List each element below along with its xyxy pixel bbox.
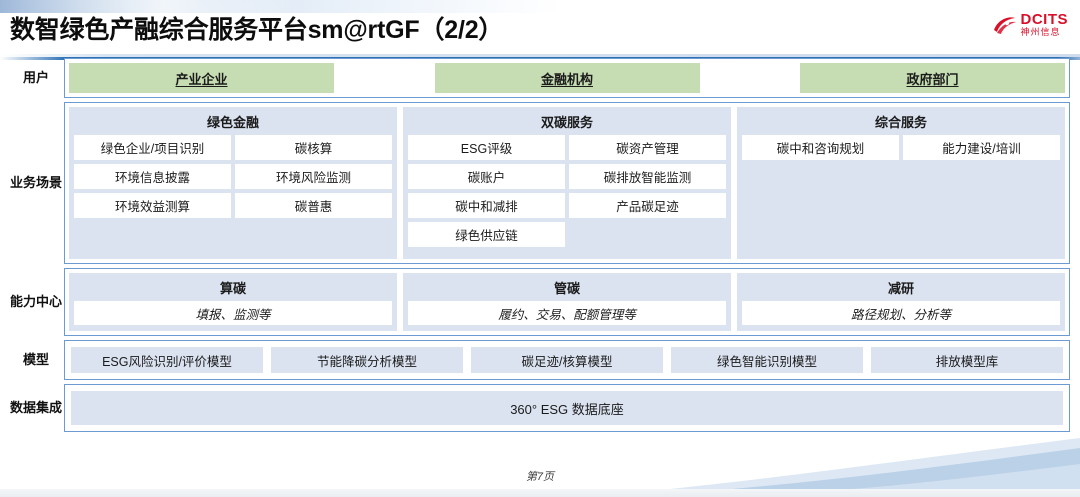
scenario-panel-comprehensive: 综合服务 碳中和咨询规划 能力建设/培训 bbox=[737, 107, 1065, 259]
panel-title: 减研 bbox=[887, 281, 914, 296]
panel-title: 绿色金融 bbox=[206, 115, 259, 130]
user-chip[interactable]: 产业企业 bbox=[69, 63, 334, 93]
scenario-tile[interactable]: 能力建设/培训 bbox=[903, 135, 1060, 160]
page-number: 第7页 bbox=[525, 471, 555, 483]
capability-subtitle: 履约、交易、配额管理等 bbox=[408, 301, 726, 325]
bottom-strip bbox=[0, 489, 1080, 497]
panel-title: 管碳 bbox=[553, 281, 580, 296]
capability-panel-reduce-research: 减研 路径规划、分析等 bbox=[737, 273, 1065, 331]
scenario-tile[interactable]: 绿色企业/项目识别 bbox=[74, 135, 231, 160]
model-chip[interactable]: 碳足迹/核算模型 bbox=[471, 347, 663, 373]
row-label-business-scenarios: 业务场景 bbox=[9, 175, 62, 191]
scenario-tile[interactable]: 碳账户 bbox=[408, 164, 565, 189]
capability-subtitle: 填报、监测等 bbox=[74, 301, 392, 325]
capability-subtitle: 路径规划、分析等 bbox=[742, 301, 1060, 325]
scenario-tile[interactable]: 绿色供应链 bbox=[408, 222, 565, 247]
user-chip-label: 产业企业 bbox=[175, 71, 228, 87]
scenario-tile[interactable]: 碳中和减排 bbox=[408, 193, 565, 218]
row-label-users: 用户 bbox=[22, 70, 49, 86]
user-chip-label: 金融机构 bbox=[540, 71, 593, 87]
scenario-tile[interactable]: 产品碳足迹 bbox=[569, 193, 726, 218]
slide-header: 数智绿色产融综合服务平台sm@rtGF（2/2） DCITS 神州信息 bbox=[0, 10, 1080, 60]
logo-text-cn: 神州信息 bbox=[1020, 27, 1061, 37]
row-body-data-integration: 360° ESG 数据底座 bbox=[64, 384, 1070, 432]
data-foundation-bar[interactable]: 360° ESG 数据底座 bbox=[71, 391, 1063, 425]
scenario-tile[interactable]: 环境效益测算 bbox=[74, 193, 231, 218]
scenario-tile[interactable]: 碳资产管理 bbox=[569, 135, 726, 160]
scenario-panel-dual-carbon: 双碳服务 ESG评级 碳资产管理 碳账户 碳排放智能监测 碳中和减排 产品碳足迹… bbox=[403, 107, 731, 259]
user-chip-label: 政府部门 bbox=[906, 71, 959, 87]
brand-logo: DCITS 神州信息 bbox=[991, 12, 1069, 37]
row-label-data-integration: 数据集成 bbox=[9, 400, 62, 416]
user-chip[interactable]: 金融机构 bbox=[434, 63, 700, 93]
model-chip[interactable]: 绿色智能识别模型 bbox=[671, 347, 863, 373]
scenario-tile[interactable]: 碳普惠 bbox=[235, 193, 392, 218]
scenario-tile[interactable]: 环境风险监测 bbox=[235, 164, 392, 189]
model-chip[interactable]: ESG风险识别/评价模型 bbox=[71, 347, 263, 373]
model-chip[interactable]: 排放模型库 bbox=[871, 347, 1063, 373]
logo-text-en: DCITS bbox=[1020, 11, 1068, 28]
scenario-tile[interactable]: 碳排放智能监测 bbox=[569, 164, 726, 189]
panel-title: 算碳 bbox=[219, 281, 246, 296]
row-body-users: 产业企业 金融机构 政府部门 bbox=[64, 58, 1070, 98]
page-footer: 第7页 bbox=[0, 468, 1080, 484]
row-body-models: ESG风险识别/评价模型 节能降碳分析模型 碳足迹/核算模型 绿色智能识别模型 … bbox=[64, 340, 1070, 380]
row-models: 模型 ESG风险识别/评价模型 节能降碳分析模型 碳足迹/核算模型 绿色智能识别… bbox=[8, 340, 1070, 380]
capability-panel-calc-carbon: 算碳 填报、监测等 bbox=[69, 273, 397, 331]
scenario-tile[interactable]: 碳中和咨询规划 bbox=[742, 135, 899, 160]
row-users: 用户 产业企业 金融机构 政府部门 bbox=[8, 58, 1070, 98]
row-body-capability-center: 算碳 填报、监测等 管碳 履约、交易、配额管理等 减研 路径规划、分析等 bbox=[64, 268, 1070, 336]
panel-title: 双碳服务 bbox=[540, 115, 593, 130]
panel-title: 综合服务 bbox=[874, 115, 927, 130]
user-chip[interactable]: 政府部门 bbox=[800, 63, 1065, 93]
header-rule-soft bbox=[0, 54, 1080, 57]
model-chip[interactable]: 节能降碳分析模型 bbox=[271, 347, 463, 373]
scenario-panel-green-finance: 绿色金融 绿色企业/项目识别 碳核算 环境信息披露 环境风险监测 环境效益测算 … bbox=[69, 107, 397, 259]
row-label-capability-center: 能力中心 bbox=[9, 294, 62, 310]
row-body-business-scenarios: 绿色金融 绿色企业/项目识别 碳核算 环境信息披露 环境风险监测 环境效益测算 … bbox=[64, 102, 1070, 264]
row-business-scenarios: 业务场景 绿色金融 绿色企业/项目识别 碳核算 环境信息披露 环境风险监测 环境… bbox=[8, 102, 1070, 264]
scenario-tile[interactable]: 环境信息披露 bbox=[74, 164, 231, 189]
architecture-diagram: 用户 产业企业 金融机构 政府部门 业务场景 绿色金融 绿色企业/项目识别 碳核… bbox=[8, 58, 1070, 436]
row-label-models: 模型 bbox=[22, 352, 49, 368]
scenario-tile[interactable]: 碳核算 bbox=[235, 135, 392, 160]
page-title: 数智绿色产融综合服务平台sm@rtGF（2/2） bbox=[10, 16, 504, 44]
capability-panel-manage-carbon: 管碳 履约、交易、配额管理等 bbox=[403, 273, 731, 331]
dcits-swirl-icon bbox=[991, 14, 1017, 36]
row-data-integration: 数据集成 360° ESG 数据底座 bbox=[8, 384, 1070, 432]
row-capability-center: 能力中心 算碳 填报、监测等 管碳 履约、交易、配额管理等 减研 路径规划、分析… bbox=[8, 268, 1070, 336]
scenario-tile[interactable]: ESG评级 bbox=[408, 135, 565, 160]
